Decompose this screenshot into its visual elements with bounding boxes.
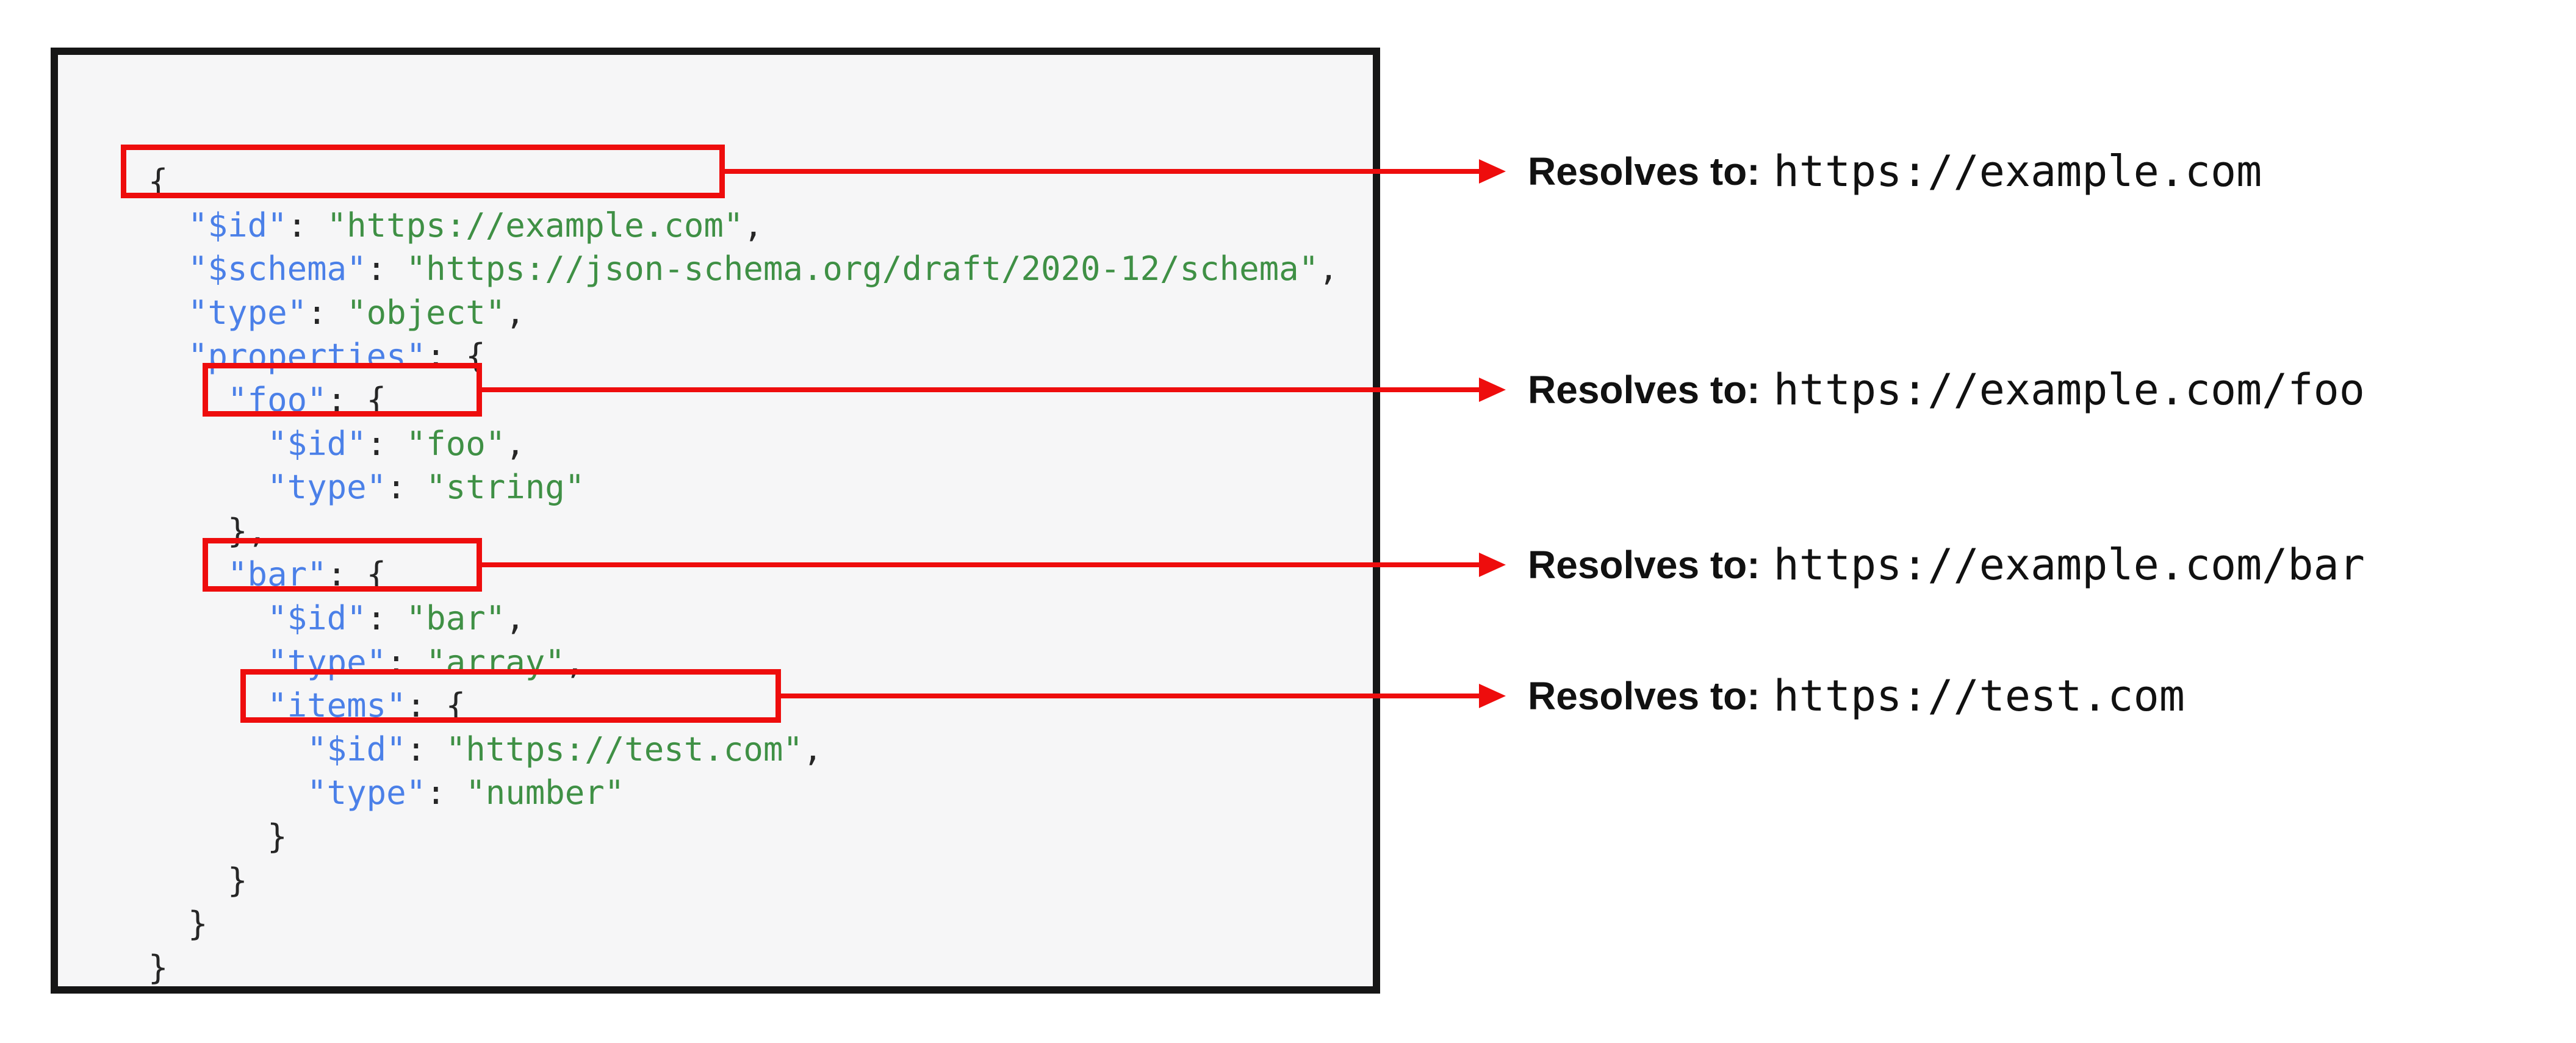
- resolved-url: https://test.com: [1773, 671, 2185, 721]
- code-line: "type": "string": [267, 468, 585, 507]
- code-line: "$schema": "https://json-schema.org/draf…: [188, 249, 1339, 289]
- resolved-url: https://example.com/foo: [1773, 365, 2365, 415]
- code-content: { "$id": "https://example.com", "$schema…: [148, 160, 1339, 989]
- resolution-annotation-foo: Resolves to: https://example.com/foo: [1528, 359, 2365, 420]
- arrow-line: [781, 694, 1479, 698]
- resolves-to-label: Resolves to:: [1528, 368, 1760, 412]
- code-line: "$id": "bar",: [267, 598, 525, 637]
- code-line: "type": "number": [307, 773, 625, 812]
- code-line: }: [148, 817, 287, 856]
- code-line: "$id": "https://example.com",: [188, 206, 763, 245]
- highlight-box-root-id: [121, 145, 725, 198]
- code-line: "type": "object",: [188, 293, 525, 332]
- resolution-annotation-root: Resolves to: https://example.com: [1528, 141, 2262, 202]
- resolution-annotation-items: Resolves to: https://test.com: [1528, 665, 2185, 726]
- code-line: "$id": "foo",: [267, 424, 525, 463]
- resolved-url: https://example.com: [1773, 146, 2262, 196]
- code-line: }: [148, 905, 208, 944]
- arrow-right-icon: [1479, 159, 1506, 184]
- highlight-box-bar-id: [203, 538, 482, 592]
- arrow-line: [482, 387, 1479, 392]
- arrow-right-icon: [1479, 378, 1506, 402]
- code-line: }: [148, 948, 168, 987]
- json-schema-code-panel: { "$id": "https://example.com", "$schema…: [51, 48, 1380, 994]
- code-line: },: [148, 511, 268, 550]
- code-line: "properties": {: [188, 337, 486, 376]
- resolution-annotation-bar: Resolves to: https://example.com/bar: [1528, 534, 2365, 595]
- arrow-right-icon: [1479, 553, 1506, 577]
- highlight-box-items-id: [240, 669, 781, 723]
- highlight-box-foo-id: [203, 363, 482, 417]
- resolved-url: https://example.com/bar: [1773, 540, 2365, 590]
- resolves-to-label: Resolves to:: [1528, 149, 1760, 193]
- code-line: "$id": "https://test.com",: [307, 729, 823, 769]
- arrow-line: [725, 169, 1479, 174]
- code-line: }: [148, 861, 248, 900]
- code-line: "type": "array",: [267, 642, 585, 681]
- arrow-right-icon: [1479, 684, 1506, 708]
- resolves-to-label: Resolves to:: [1528, 674, 1760, 718]
- resolves-to-label: Resolves to:: [1528, 543, 1760, 587]
- arrow-line: [482, 562, 1479, 567]
